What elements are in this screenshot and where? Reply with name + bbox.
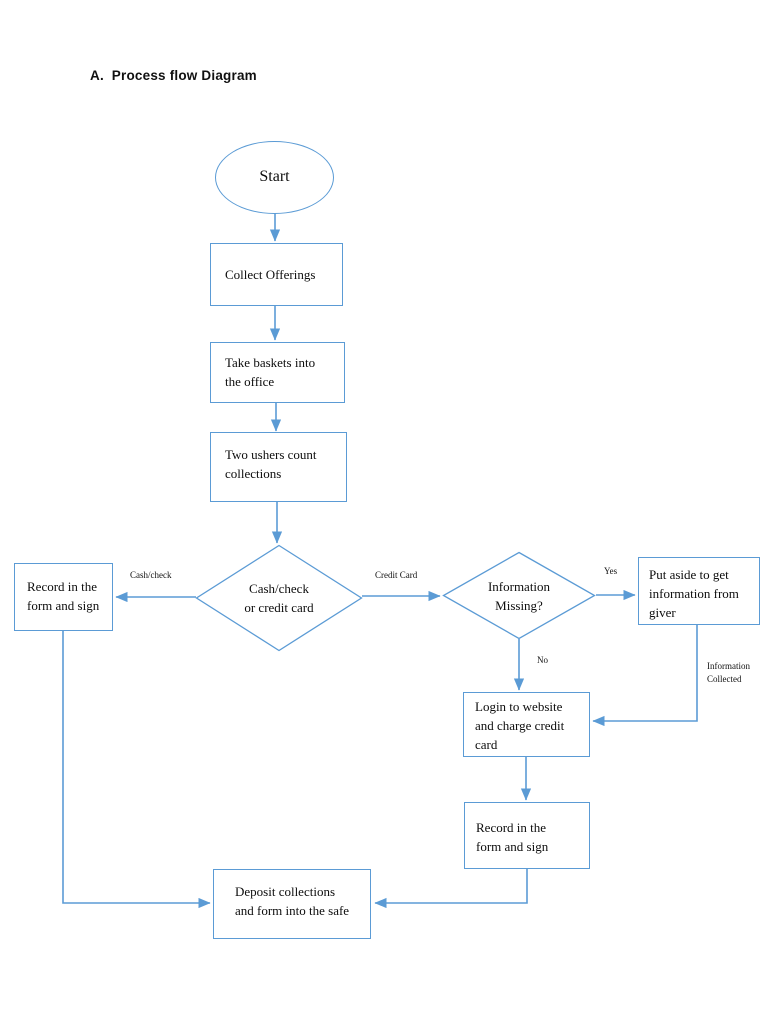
node-start-label: Start: [259, 168, 290, 185]
edge-record-right-to-deposit: [374, 869, 528, 909]
node-cash-or-credit-label: Cash/check or credit card: [244, 581, 314, 615]
node-record-form-right-label: Record in the form and sign: [476, 820, 549, 854]
edge-label-credit-card: Credit Card: [375, 570, 418, 580]
node-information-missing-decision[interactable]: Information Missing?: [442, 551, 596, 640]
node-cash-or-credit-decision[interactable]: Cash/check or credit card: [195, 544, 363, 652]
diamond-shape: [442, 551, 596, 640]
edge-label-no: No: [537, 655, 548, 665]
node-deposit-collections[interactable]: Deposit collections and form into the sa…: [213, 869, 371, 939]
node-record-form-right[interactable]: Record in the form and sign: [464, 802, 590, 869]
node-record-form-left-label: Record in the form and sign: [27, 579, 100, 613]
node-put-aside-label: Put aside to get information from giver: [649, 567, 739, 620]
node-login-charge-card-label: Login to website and charge credit card: [475, 699, 565, 752]
edge-record-left-to-deposit: [62, 631, 211, 909]
edge-put-aside-to-login: [592, 625, 698, 727]
node-take-baskets[interactable]: Take baskets into the office: [210, 342, 345, 403]
node-information-missing-label: Information Missing?: [487, 579, 551, 613]
node-two-ushers-count[interactable]: Two ushers count collections: [210, 432, 347, 502]
edge-label-information-collected: Information Collected: [707, 661, 750, 684]
node-take-baskets-label: Take baskets into the office: [225, 355, 316, 389]
node-record-form-left[interactable]: Record in the form and sign: [14, 563, 113, 631]
node-deposit-collections-label: Deposit collections and form into the sa…: [235, 884, 350, 918]
node-two-ushers-count-label: Two ushers count collections: [225, 447, 317, 481]
edge-label-cash-check: Cash/check: [130, 570, 172, 580]
node-login-charge-card[interactable]: Login to website and charge credit card: [463, 692, 590, 757]
node-collect-offerings[interactable]: Collect Offerings: [210, 243, 343, 306]
node-collect-offerings-label: Collect Offerings: [225, 267, 316, 282]
edge-label-yes: Yes: [604, 566, 618, 576]
node-put-aside[interactable]: Put aside to get information from giver: [638, 557, 760, 625]
node-start[interactable]: Start: [215, 141, 334, 214]
diamond-shape: [195, 544, 363, 652]
page-title: A. Process flow Diagram: [90, 68, 257, 83]
